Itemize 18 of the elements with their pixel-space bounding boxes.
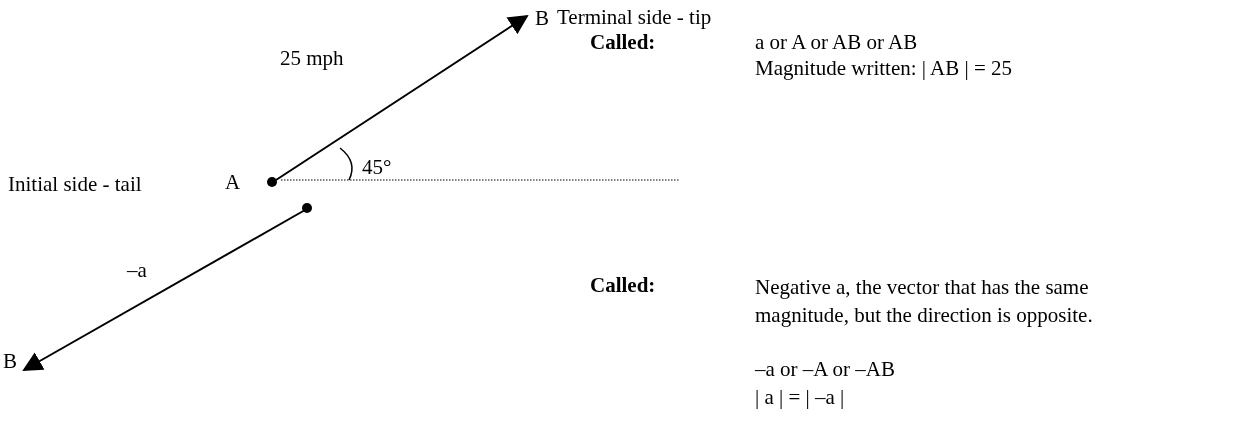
notation-text: a or A or AB or AB [755, 30, 918, 56]
point-dot [302, 203, 312, 213]
point-label: A [225, 168, 277, 196]
definition-text: Negative a, the vector that has the same magnitude, but the direction is opposite. [755, 274, 1094, 329]
equation-text: | a | = | –a | [755, 385, 845, 411]
point-label: B [535, 5, 555, 31]
edge-label: –a [127, 258, 147, 284]
term-label: Called: [590, 30, 656, 56]
notation-text: –a or –A or –AB [755, 357, 895, 383]
edge-label: 25 mph [280, 46, 344, 72]
annotation: Terminal side - tip [557, 5, 712, 31]
magnitude-text: Magnitude written: | AB | = 25 [755, 56, 1013, 82]
arrow [22, 209, 306, 371]
annotation: Initial side - tail [8, 172, 142, 198]
point-label: B [3, 348, 25, 374]
arrow [275, 14, 529, 181]
angle-label: 45° [362, 155, 392, 181]
term-label: Called: [590, 273, 656, 299]
